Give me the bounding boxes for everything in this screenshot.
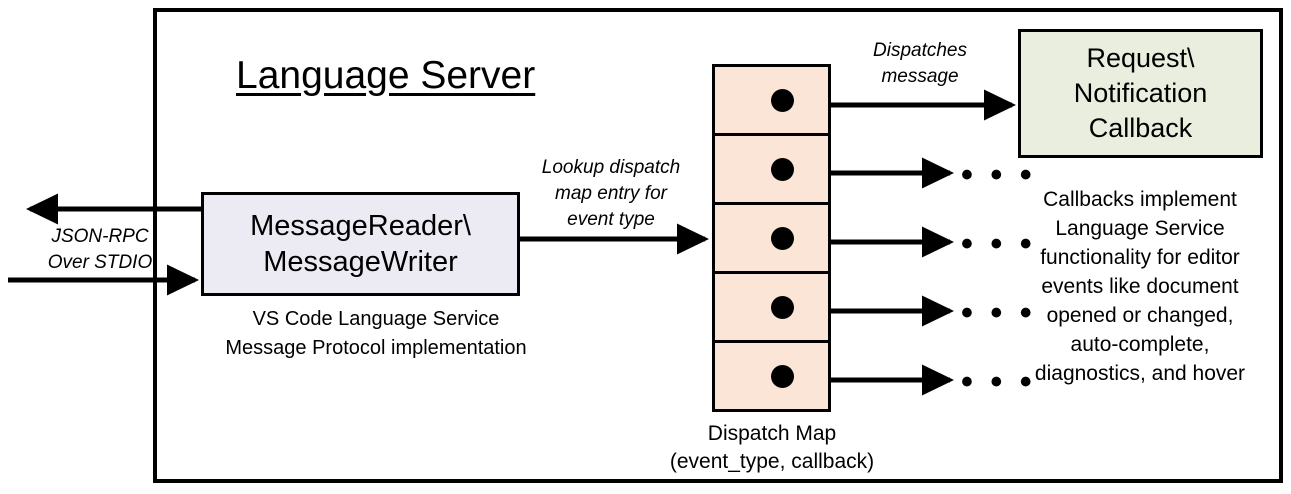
request-notification-callback-box[interactable]: Request\ Notification Callback xyxy=(1018,29,1263,158)
lookup-dispatch-label-line2: map entry for xyxy=(555,183,667,204)
lookup-dispatch-label-line1: Lookup dispatch xyxy=(541,157,681,178)
dispatch-map-row[interactable] xyxy=(712,271,831,340)
dispatch-map-row[interactable] xyxy=(712,64,831,133)
transport-label-line1: JSON-RPC xyxy=(51,226,149,247)
message-reader-writer-box[interactable]: MessageReader\ MessageWriter xyxy=(201,192,520,296)
callback-pointer-dot-icon xyxy=(771,227,794,250)
callback-box-line1: Request\ xyxy=(1086,43,1195,73)
callback-caption-line7: diagnostics, and hover xyxy=(1034,362,1246,385)
language-server-frame xyxy=(153,8,1283,483)
dispatch-map-caption-line1: Dispatch Map xyxy=(707,422,837,445)
transport-label: JSON-RPC Over STDIO xyxy=(30,224,170,276)
callback-caption-line2: Language Service xyxy=(1055,217,1225,240)
dispatch-map-table[interactable] xyxy=(712,64,831,412)
callback-pointer-dot-icon xyxy=(771,365,794,388)
message-reader-caption: VS Code Language Service Message Protoco… xyxy=(201,305,551,363)
message-reader-caption-line1: VS Code Language Service xyxy=(252,308,500,330)
callback-caption-line5: opened or changed, xyxy=(1046,304,1234,327)
dispatch-map-row[interactable] xyxy=(712,202,831,271)
dispatch-map-row[interactable] xyxy=(712,133,831,202)
callback-caption: Callbacks implement Language Service fun… xyxy=(1009,185,1271,388)
ellipsis-row-2: • • • xyxy=(961,156,1036,194)
callback-pointer-dot-icon xyxy=(771,296,794,319)
dispatch-map-caption-line2: (event_type, callback) xyxy=(669,450,875,473)
message-reader-label: MessageReader\ xyxy=(250,210,471,242)
dispatch-map-row[interactable] xyxy=(712,340,831,412)
lookup-dispatch-label: Lookup dispatch map entry for event type xyxy=(516,155,706,233)
dispatches-message-label: Dispatches message xyxy=(835,38,1005,90)
callback-caption-line1: Callbacks implement xyxy=(1043,188,1237,211)
callback-box-line3: Callback xyxy=(1088,113,1193,143)
dispatches-message-label-line2: message xyxy=(881,66,959,87)
callback-pointer-dot-icon xyxy=(771,158,794,181)
transport-label-line2: Over STDIO xyxy=(47,252,153,273)
dispatch-map-caption: Dispatch Map (event_type, callback) xyxy=(636,420,908,476)
callback-caption-line6: auto-complete, xyxy=(1070,333,1210,356)
lookup-dispatch-label-line3: event type xyxy=(567,209,655,230)
message-reader-caption-line2: Message Protocol implementation xyxy=(225,337,527,359)
callback-box-line2: Notification xyxy=(1073,78,1208,108)
callback-pointer-dot-icon xyxy=(771,89,794,112)
page-title: Language Server xyxy=(236,54,536,97)
dispatches-message-label-line1: Dispatches xyxy=(873,40,967,61)
callback-caption-line3: functionality for editor xyxy=(1040,246,1240,269)
callback-caption-line4: events like document xyxy=(1041,275,1239,298)
message-writer-label: MessageWriter xyxy=(263,246,458,278)
